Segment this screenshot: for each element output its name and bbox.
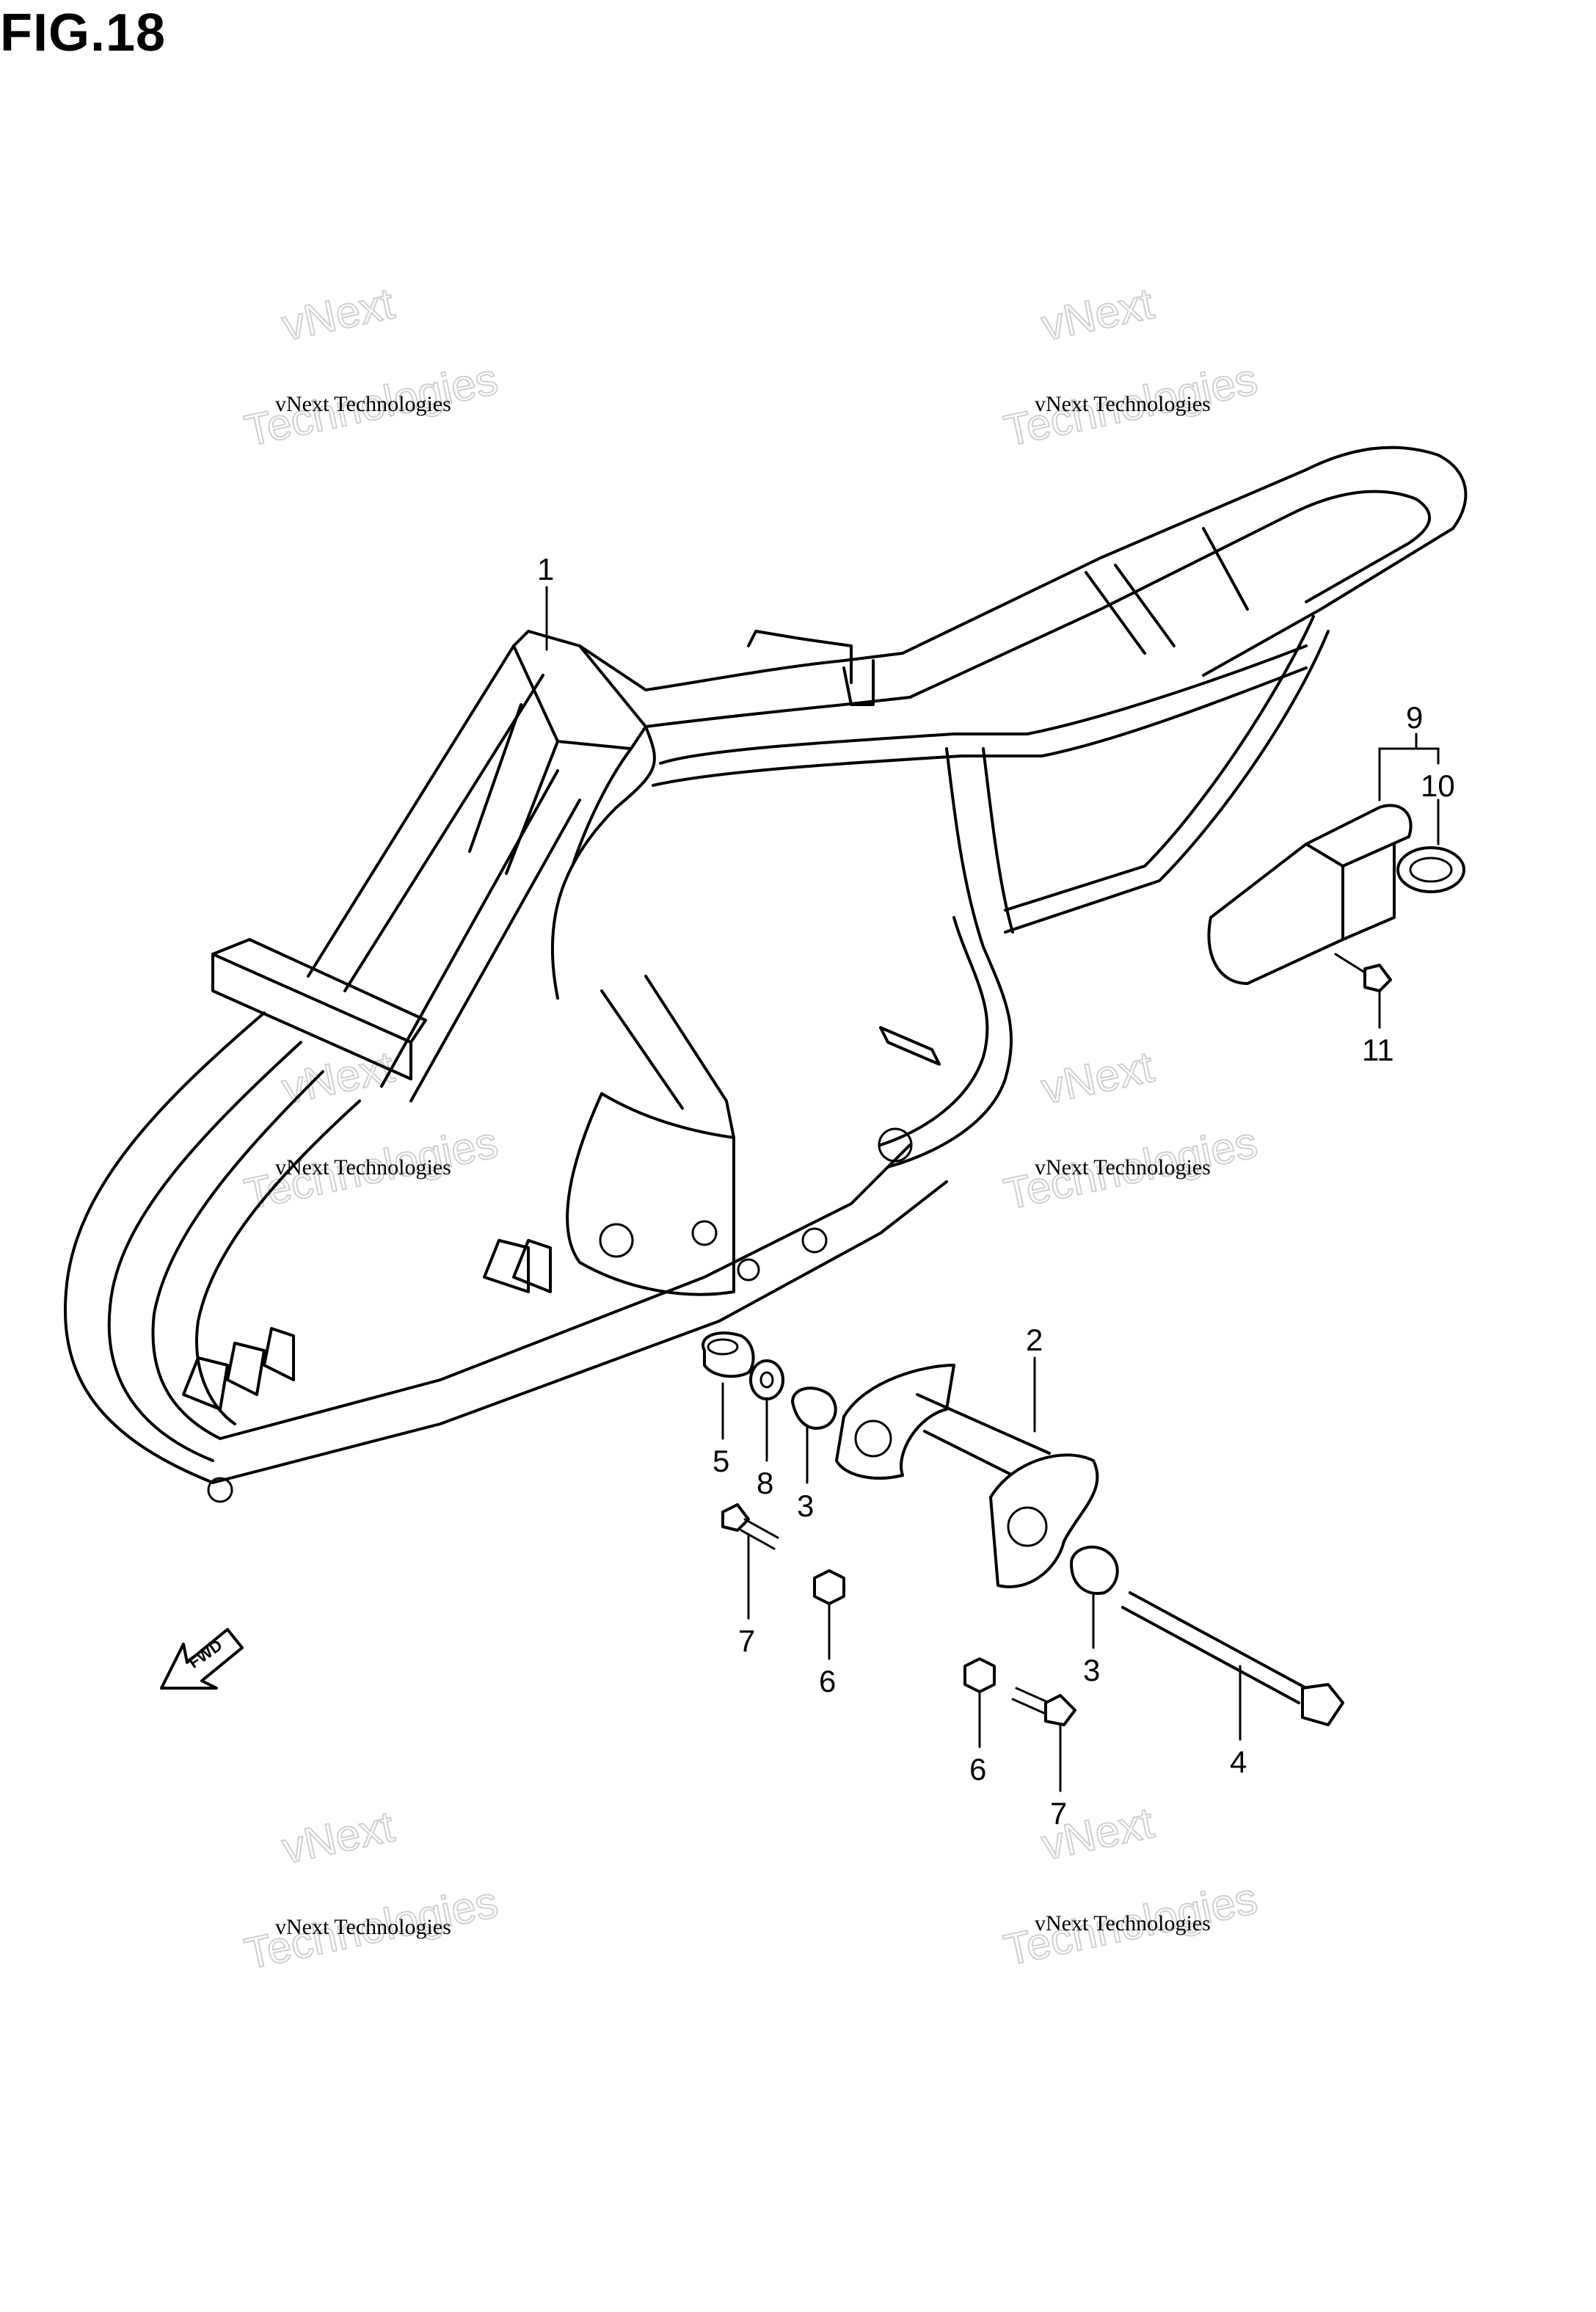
svg-text:vNext Technologies: vNext Technologies <box>275 392 451 416</box>
bolt-7-lower <box>1011 1687 1076 1726</box>
callout-labels: 1 2 3 3 4 5 6 6 7 7 8 9 10 11 <box>537 552 1455 1831</box>
callout-9: 9 <box>1406 700 1423 735</box>
fwd-arrow-icon: FWD <box>160 1628 244 1690</box>
svg-text:vNext Technologies: vNext Technologies <box>1035 392 1211 416</box>
svg-text:vNext Technologies: vNext Technologies <box>1035 1911 1211 1935</box>
leader-lines <box>545 586 1440 1792</box>
watermark-top-left: vNext Technologies vNext Technologies <box>239 277 503 456</box>
bolt-7-upper <box>721 1503 779 1550</box>
engine-mount-bracket <box>835 1364 1099 1588</box>
callout-1: 1 <box>537 552 554 586</box>
watermark-mid-left: vNext Technologies vNext Technologies <box>239 1041 503 1219</box>
gasket-10 <box>1396 846 1465 893</box>
watermark-bottom-left: vNext Technologies vNext Technologies <box>239 1800 503 1979</box>
callout-2: 2 <box>1026 1323 1043 1357</box>
svg-text:vNext: vNext <box>1038 1042 1158 1113</box>
svg-text:vNext Technologies: vNext Technologies <box>1035 1155 1211 1179</box>
svg-text:vNext Technologies: vNext Technologies <box>275 1915 451 1939</box>
callout-3-lower: 3 <box>1083 1653 1100 1687</box>
callout-7-lower: 7 <box>1050 1796 1067 1831</box>
callout-11: 11 <box>1362 1033 1394 1067</box>
watermark-bottom-right: vNext Technologies vNext Technologies <box>999 1797 1262 1975</box>
callout-6-lower: 6 <box>969 1752 986 1786</box>
nut-5 <box>702 1331 755 1378</box>
callout-8: 8 <box>757 1466 773 1500</box>
watermark-mid-right: vNext Technologies vNext Technologies <box>999 1041 1262 1219</box>
svg-text:vNext: vNext <box>278 1042 398 1113</box>
svg-text:vNext Technologies: vNext Technologies <box>275 1155 451 1179</box>
cover-9 <box>1207 804 1413 985</box>
watermark-top-right: vNext Technologies vNext Technologies <box>999 277 1262 456</box>
callout-10: 10 <box>1421 768 1455 803</box>
callout-7-upper: 7 <box>738 1624 755 1658</box>
bolt-4 <box>1121 1591 1344 1726</box>
figure-title: FIG.18 <box>0 4 167 62</box>
nut-3-lower <box>1070 1545 1119 1595</box>
washer-8 <box>749 1359 784 1400</box>
svg-text:vNext: vNext <box>1038 278 1158 349</box>
nut-6-upper <box>813 1569 845 1605</box>
callout-4: 4 <box>1230 1745 1247 1779</box>
nut-6-lower <box>963 1657 996 1693</box>
bolt-11 <box>1334 953 1392 992</box>
callout-5: 5 <box>713 1444 729 1478</box>
svg-text:vNext: vNext <box>278 278 398 349</box>
svg-text:vNext: vNext <box>278 1801 398 1872</box>
frame-assembly <box>64 446 1468 1503</box>
callout-3-upper: 3 <box>797 1488 814 1523</box>
callout-6-upper: 6 <box>819 1664 836 1698</box>
nut-3-upper <box>791 1386 837 1430</box>
